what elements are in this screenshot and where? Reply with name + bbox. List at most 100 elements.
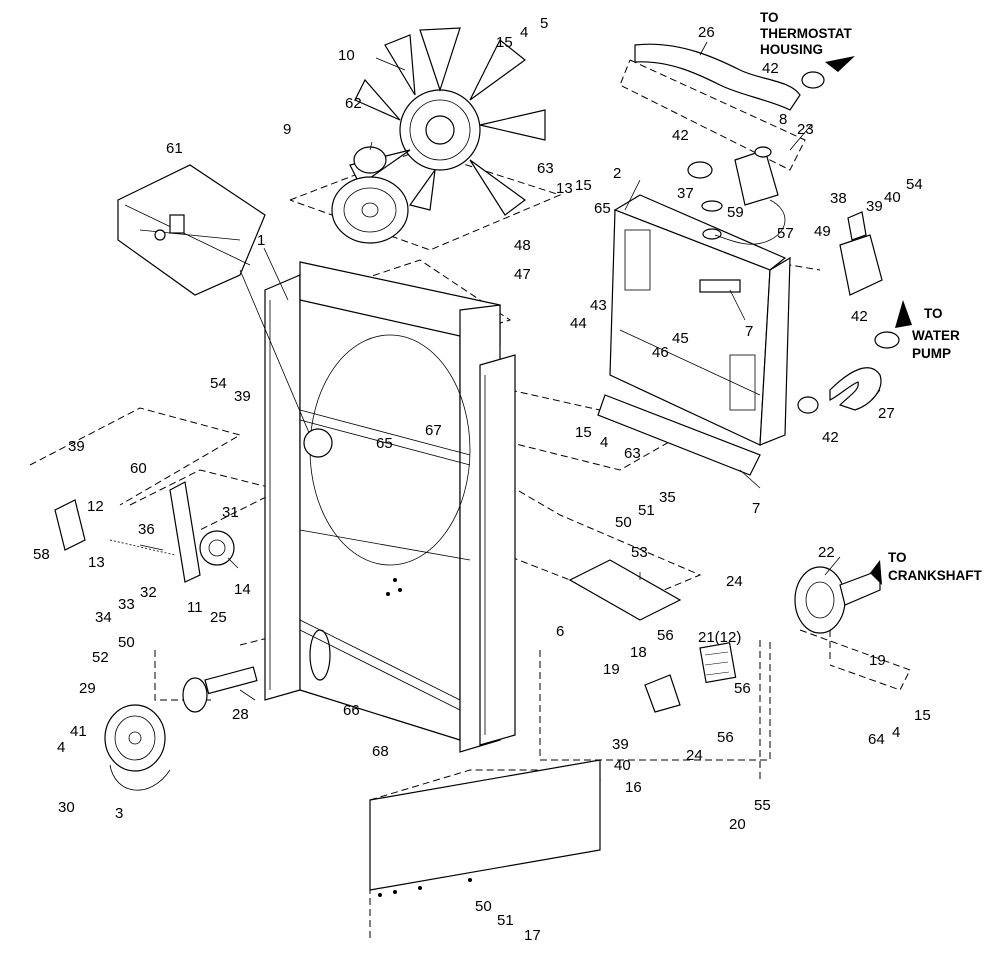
coolant-overflow-bottle bbox=[714, 146, 786, 245]
callout-59: 59 bbox=[727, 204, 744, 221]
callout-47: 47 bbox=[514, 266, 531, 283]
callout-31: 31 bbox=[222, 504, 239, 521]
water-pump-note-line-1: TO bbox=[924, 306, 943, 321]
shield-plate bbox=[568, 559, 682, 621]
hose-clamps bbox=[687, 71, 900, 414]
callout-labels: 1 2 3 4 4 4 4 5 6 7 7 8 9 10 11 12 13 13… bbox=[33, 15, 931, 944]
callout-51: 51 bbox=[497, 912, 514, 929]
callout-13: 13 bbox=[88, 554, 105, 571]
callout-4: 4 bbox=[57, 739, 65, 756]
callout-35: 35 bbox=[659, 489, 676, 506]
callout-19: 19 bbox=[869, 652, 886, 669]
belt-tensioner-assembly bbox=[54, 481, 235, 583]
water-pump-note-line-3: PUMP bbox=[912, 346, 951, 361]
crankshaft-adaptor bbox=[794, 566, 881, 634]
callout-46: 46 bbox=[652, 344, 669, 361]
callout-29: 29 bbox=[79, 680, 96, 697]
radiator-core bbox=[597, 194, 791, 476]
callout-22: 22 bbox=[818, 544, 835, 561]
callout-50: 50 bbox=[615, 514, 632, 531]
callout-42: 42 bbox=[762, 60, 779, 77]
callout-2: 2 bbox=[613, 165, 621, 182]
callout-15: 15 bbox=[575, 177, 592, 194]
callout-10: 10 bbox=[338, 47, 355, 64]
overflow-bracket bbox=[839, 211, 883, 296]
callout-15: 15 bbox=[914, 707, 931, 724]
callout-54: 54 bbox=[906, 176, 923, 193]
callout-18: 18 bbox=[630, 644, 647, 661]
callout-42: 42 bbox=[672, 127, 689, 144]
coupling-assembly bbox=[644, 642, 737, 713]
callout-23: 23 bbox=[797, 121, 814, 138]
callout-12: 12 bbox=[87, 498, 104, 515]
callout-4: 4 bbox=[892, 724, 900, 741]
callout-68: 68 bbox=[372, 743, 389, 760]
callout-61: 61 bbox=[166, 140, 183, 157]
callout-21: 21(12) bbox=[698, 629, 741, 646]
callout-67: 67 bbox=[425, 422, 442, 439]
callout-42: 42 bbox=[851, 308, 868, 325]
callout-62: 62 bbox=[345, 95, 362, 112]
callout-1: 1 bbox=[257, 232, 265, 249]
callout-65: 65 bbox=[594, 200, 611, 217]
callout-30: 30 bbox=[58, 799, 75, 816]
callout-60: 60 bbox=[130, 460, 147, 477]
callout-6: 6 bbox=[556, 623, 564, 640]
fan-spacer-pulley bbox=[331, 146, 409, 244]
callout-14: 14 bbox=[234, 581, 251, 598]
callout-39: 39 bbox=[234, 388, 251, 405]
callout-39: 39 bbox=[68, 438, 85, 455]
callout-50: 50 bbox=[475, 898, 492, 915]
callout-4: 4 bbox=[520, 24, 528, 41]
callout-66: 66 bbox=[343, 702, 360, 719]
callout-49: 49 bbox=[814, 223, 831, 240]
water-pump-note-line-2: WATER bbox=[912, 328, 960, 343]
callout-48: 48 bbox=[514, 237, 531, 254]
callout-13: 13 bbox=[556, 180, 573, 197]
callout-40: 40 bbox=[614, 757, 631, 774]
callout-57: 57 bbox=[777, 225, 794, 242]
callout-36: 36 bbox=[138, 521, 155, 538]
callout-39: 39 bbox=[866, 198, 883, 215]
callout-19: 19 bbox=[603, 661, 620, 678]
callout-28: 28 bbox=[232, 706, 249, 723]
callout-42: 42 bbox=[822, 429, 839, 446]
frame-rail bbox=[369, 759, 601, 897]
callout-65: 65 bbox=[376, 435, 393, 452]
crankshaft-pulley bbox=[104, 704, 171, 791]
callout-32: 32 bbox=[140, 584, 157, 601]
callout-37: 37 bbox=[677, 185, 694, 202]
callout-15: 15 bbox=[575, 424, 592, 441]
callout-56: 56 bbox=[657, 627, 674, 644]
detail-inset bbox=[117, 164, 333, 458]
radiator-shroud-frame bbox=[264, 261, 516, 753]
callout-56: 56 bbox=[717, 729, 734, 746]
callout-39: 39 bbox=[612, 736, 629, 753]
callout-16: 16 bbox=[625, 779, 642, 796]
callout-54: 54 bbox=[210, 375, 227, 392]
callout-56: 56 bbox=[734, 680, 751, 697]
callout-9: 9 bbox=[283, 121, 291, 138]
callout-34: 34 bbox=[95, 609, 112, 626]
arrow-to-thermostat-icon bbox=[825, 56, 855, 72]
callout-40: 40 bbox=[884, 189, 901, 206]
callout-7: 7 bbox=[752, 500, 760, 517]
leader-lines bbox=[139, 41, 881, 701]
callout-24: 24 bbox=[686, 747, 703, 764]
coolant-hoses bbox=[634, 43, 882, 411]
callout-58: 58 bbox=[33, 546, 50, 563]
arrow-to-crankshaft-icon bbox=[870, 560, 882, 585]
callout-25: 25 bbox=[210, 609, 227, 626]
callout-38: 38 bbox=[830, 190, 847, 207]
callout-44: 44 bbox=[570, 315, 587, 332]
thermostat-note-line-1: TO bbox=[760, 10, 779, 25]
crankshaft-note-line-2: CRANKSHAFT bbox=[888, 568, 982, 583]
callout-20: 20 bbox=[729, 816, 746, 833]
callout-24: 24 bbox=[726, 573, 743, 590]
direction-arrows bbox=[825, 56, 912, 585]
thermostat-note-line-2: THERMOSTAT bbox=[760, 26, 852, 41]
callout-63: 63 bbox=[537, 160, 554, 177]
callout-27: 27 bbox=[878, 405, 895, 422]
